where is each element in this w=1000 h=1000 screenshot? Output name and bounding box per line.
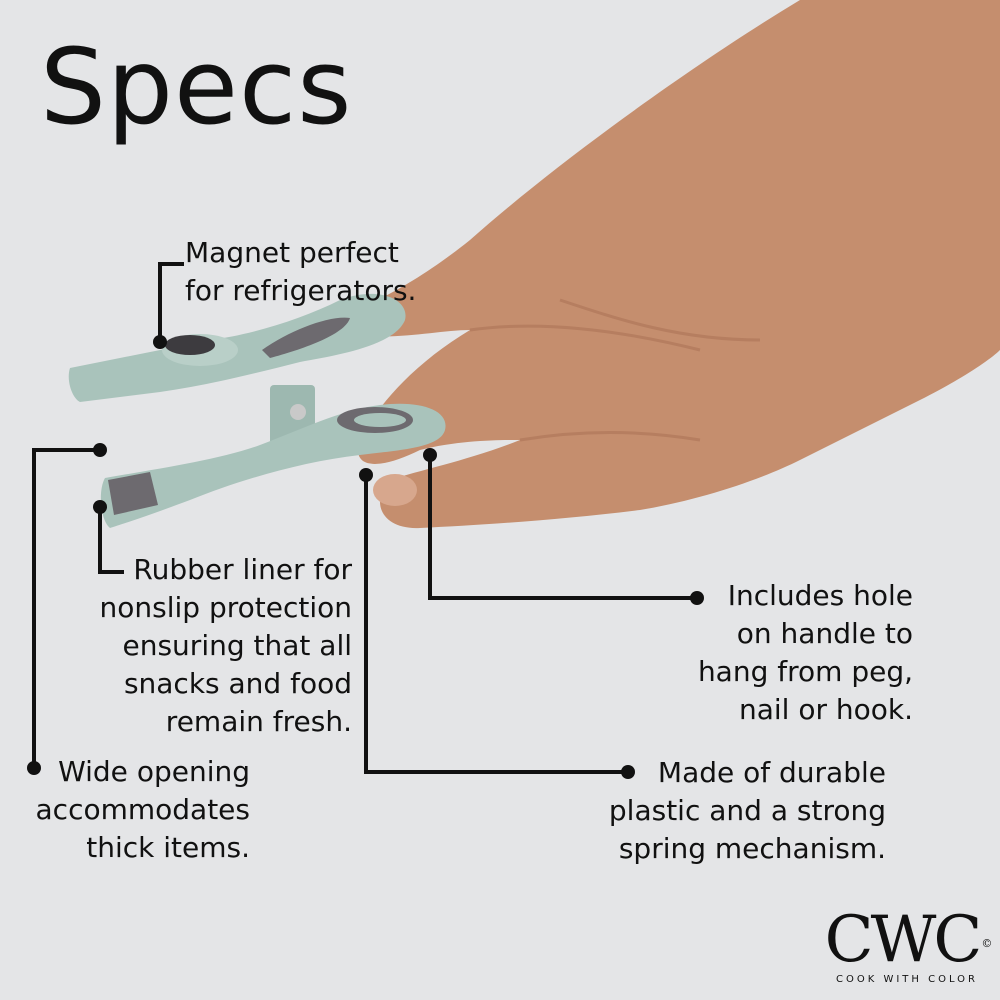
callout-rubber-liner: Rubber liner for nonslip protection ensu… [99,553,352,738]
copyright-symbol: © [981,937,992,950]
callout-wide-opening: Wide opening accommodates thick items. [35,755,250,864]
logo-tagline: COOK WITH COLOR [836,974,978,985]
logo-mark-text: CWC [824,903,983,977]
callout-dots [27,335,704,779]
chip-clip-illustration [68,293,446,528]
brand-logo: CWC© COOK WITH COLOR [822,908,993,985]
logo-mark: CWC© [822,908,993,972]
callout-hanging-hole: Includes hole on handle to hang from peg… [697,579,913,726]
callout-magnet: Magnet perfect for refrigerators. [185,236,417,307]
hand-illustration [344,0,1000,529]
callout-durable-plastic: Made of durable plastic and a strong spr… [608,756,886,865]
callout-lines [32,262,697,774]
page-title: Specs [40,26,353,148]
